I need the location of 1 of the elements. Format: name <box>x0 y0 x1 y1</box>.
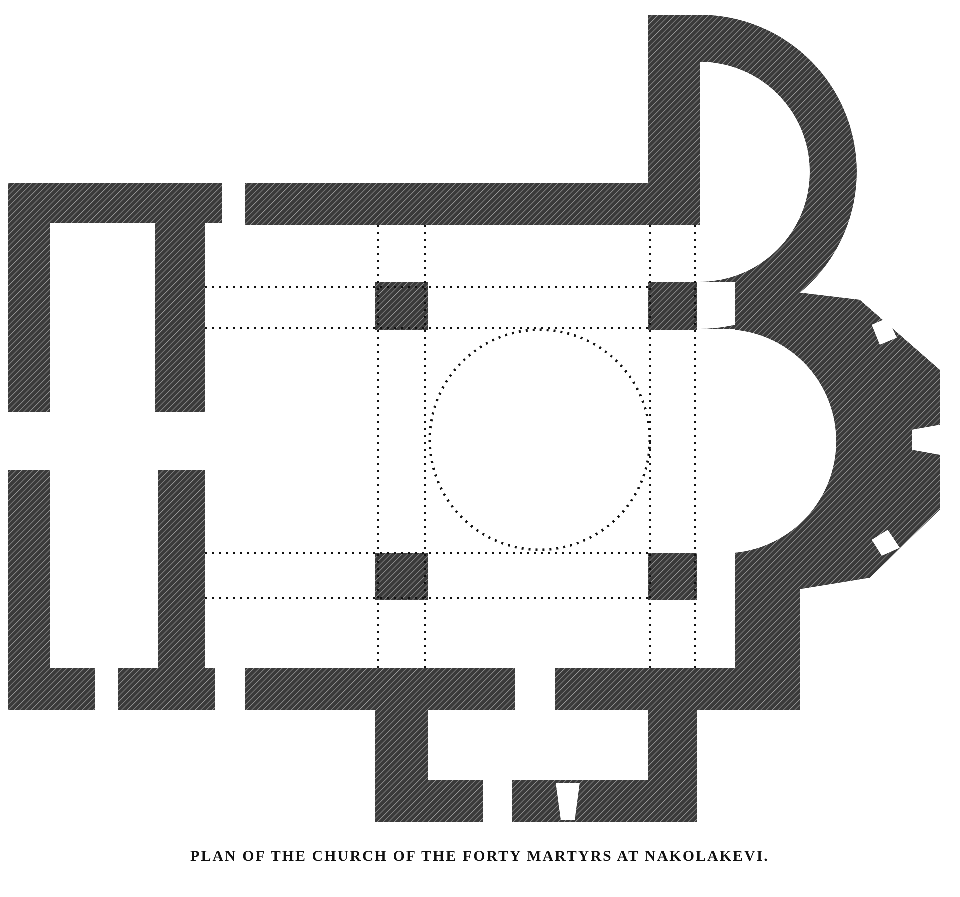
caption: PLAN OF THE CHURCH OF THE FORTY MARTYRS AT NAKOLAKEVI. <box>190 849 770 865</box>
